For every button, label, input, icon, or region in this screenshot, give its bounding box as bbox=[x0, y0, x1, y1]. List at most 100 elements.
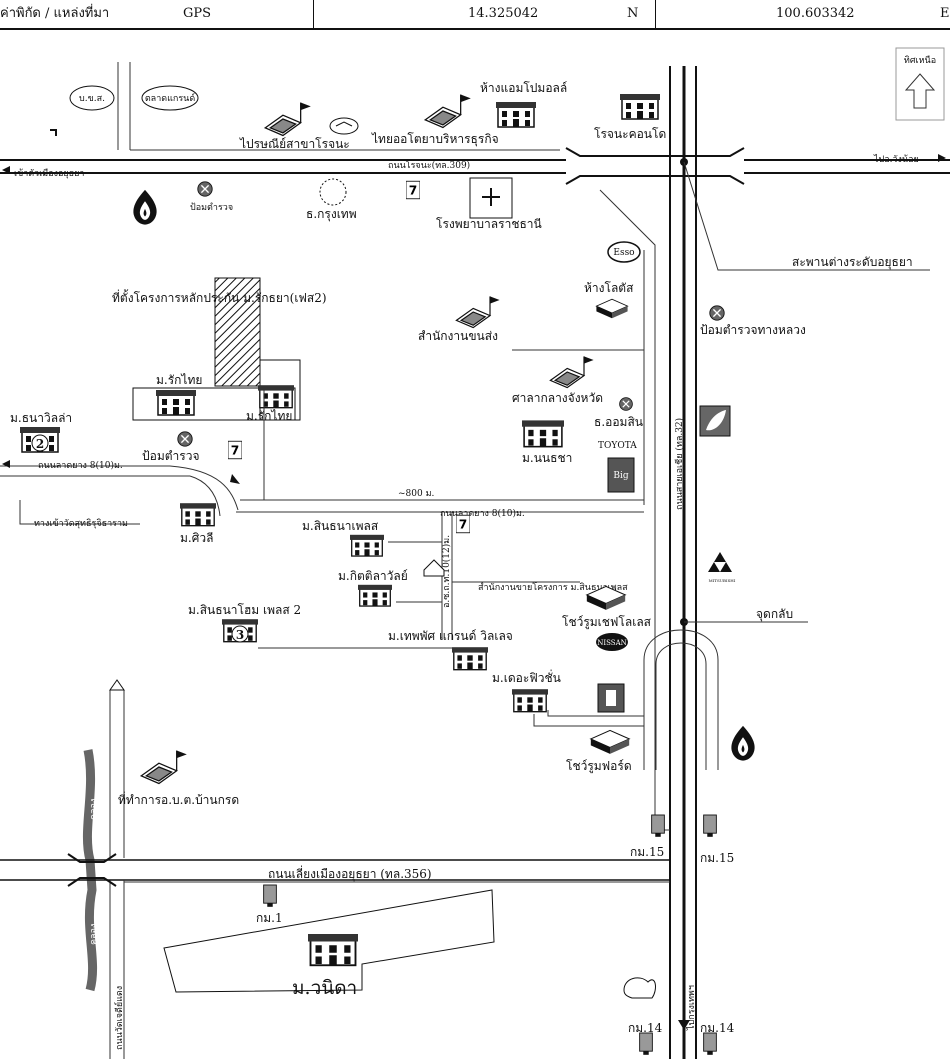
km-marker-icon bbox=[639, 1032, 653, 1056]
police-box-icon bbox=[197, 181, 213, 197]
seven-eleven-icon bbox=[228, 440, 242, 460]
nissan-logo-icon bbox=[596, 633, 628, 651]
hospital-building-icon bbox=[469, 177, 513, 219]
highway-police-label: ป้อมตำรวจทางหลวง bbox=[700, 323, 806, 337]
nissan-label: NISSAN bbox=[597, 639, 627, 647]
shell-logo-icon bbox=[623, 977, 656, 999]
rakthai-block bbox=[132, 387, 296, 421]
canal-label-2: คลอง bbox=[89, 924, 99, 945]
latitude-value: 14.325042 bbox=[468, 6, 539, 21]
arrow-left-icon bbox=[2, 166, 10, 174]
leaf-logo-mark bbox=[706, 410, 726, 431]
connector-line bbox=[547, 710, 644, 717]
arrow-icon bbox=[230, 474, 240, 484]
toyota-label: TOYOTA bbox=[598, 441, 637, 451]
city-hall-label: ศาลากลางจังหวัด bbox=[512, 391, 603, 405]
thana-villa-badge bbox=[31, 434, 49, 452]
bank-logo-icon bbox=[319, 178, 347, 206]
hospital-label: โรงพยาบาลราชธานี bbox=[436, 217, 542, 231]
krungthep-bank-label: ธ.กรุงเทพ bbox=[306, 207, 357, 222]
sinthana-home-badge-number: 3 bbox=[236, 628, 244, 642]
mitsubishi-label: MITSUBISHI bbox=[709, 578, 736, 583]
obt-office-icon bbox=[140, 749, 188, 785]
rakthai-2-label: ม.รักไทย bbox=[246, 409, 292, 423]
wat-road-label: ทางเข้าวัดสุทธิรุจิธาราม bbox=[34, 518, 128, 529]
km-marker-icon bbox=[651, 814, 665, 838]
header-divider bbox=[313, 0, 314, 28]
nonsaya-house-icon bbox=[522, 419, 564, 448]
ford-showroom-label: โชว์รูมฟอร์ด bbox=[566, 759, 632, 774]
police-box-1-label: ป้อมตำรวจ bbox=[190, 202, 233, 213]
km-marker-icon bbox=[703, 1032, 717, 1056]
north-arrow-icon bbox=[904, 73, 936, 109]
wanida-label: ม.วนิดา bbox=[292, 977, 357, 999]
arrow-icon bbox=[50, 129, 57, 136]
compass-label: ทิศเหนือ bbox=[904, 55, 936, 66]
arrow-right-icon bbox=[938, 154, 946, 162]
sales-office-icon bbox=[423, 559, 445, 577]
km14-a-label: กม.14 bbox=[628, 1021, 663, 1035]
sinthana-place-house-icon bbox=[350, 534, 384, 557]
road-curve bbox=[169, 465, 239, 511]
lotus-building-icon bbox=[595, 298, 629, 319]
uturn-loop-outer bbox=[643, 629, 719, 770]
mall-label: ห้างแอมโปมอลล์ bbox=[480, 81, 567, 95]
phorborsor-oval bbox=[69, 85, 115, 111]
sinthana-home-badge bbox=[231, 625, 249, 643]
bypass-road-label: ถนนเลี่ยงเมืองอยุธยา (ทล.356) bbox=[268, 865, 432, 882]
canal-label-1: คลอง bbox=[89, 799, 99, 820]
nonsaya-label: ม.นนธชา bbox=[522, 451, 572, 465]
rojana-road-label: ถนนโรจนะ(ทล.309) bbox=[388, 160, 470, 171]
seven-eleven-icon bbox=[406, 180, 420, 200]
project-site-hatch bbox=[214, 277, 261, 387]
arrow-up-icon bbox=[109, 679, 125, 691]
arrow-down-icon bbox=[678, 1020, 690, 1030]
ptt-flame-icon bbox=[731, 725, 755, 761]
thana-villa-badge-number: 2 bbox=[36, 437, 44, 451]
sub-road-label: อ.ซ.ถ.ท.10(12)ม. bbox=[441, 535, 452, 608]
esso-label: Esso bbox=[613, 248, 634, 258]
to-bangkok-label: ไปกรุงเทพฯ bbox=[686, 985, 697, 1031]
gsb-bank-label: ธ.ออมสิน bbox=[594, 415, 643, 429]
ford-showroom-icon bbox=[590, 729, 630, 755]
post-office-icon bbox=[264, 101, 312, 137]
city-hall-icon bbox=[549, 355, 595, 389]
highway-police-icon bbox=[709, 305, 725, 321]
thai-oil-icon bbox=[424, 93, 472, 129]
km-marker-icon bbox=[263, 884, 277, 908]
siwalee-house-icon bbox=[180, 502, 216, 527]
to-city-label: เข้าตัวเมืองอยุธยา bbox=[14, 168, 85, 179]
km14-b-label: กม.14 bbox=[700, 1021, 735, 1035]
longitude-direction: E bbox=[940, 6, 950, 21]
post-logo-icon bbox=[329, 117, 359, 135]
km1-label: กม.1 bbox=[256, 911, 283, 925]
sales-office-label: สำนักงานขายโครงการ ม.สินธนาเพลส bbox=[478, 582, 628, 593]
thephathat-label: ม.เทพพัศ แกรนด์ วิลเลจ bbox=[388, 629, 513, 643]
wanida-project-outline bbox=[163, 889, 495, 993]
road-curve bbox=[189, 475, 221, 517]
thai-oil-label: ไทยออโตยาบริหารธุรกิจ bbox=[371, 132, 499, 147]
condo-label: โรจนะคอนโด bbox=[594, 127, 666, 141]
canal-bridge-bottom bbox=[67, 877, 117, 887]
thana-villa-label: ม.ธนาวิลล่า bbox=[10, 411, 72, 425]
hospital-cross bbox=[482, 188, 500, 206]
connector-line bbox=[533, 714, 644, 727]
isuzu-logo-mark bbox=[606, 690, 616, 706]
condo-building-icon bbox=[620, 92, 660, 121]
gsb-logo-icon bbox=[618, 397, 634, 411]
market-oval bbox=[141, 85, 199, 111]
police-box-2-label: ป้อมตำรวจ bbox=[142, 449, 199, 463]
sinthana-place-label: ม.สินธนาเพลส bbox=[302, 519, 379, 533]
bridge-label: สะพานต่างระดับอยุธยา bbox=[792, 255, 913, 270]
coordinate-header: ค่าพิกัด / แหล่งที่มา GPS 14.325042 N 10… bbox=[0, 0, 950, 30]
transport-office-icon bbox=[455, 295, 501, 329]
bigc-logo-icon bbox=[607, 457, 635, 493]
uturn-label: จุดกลับ bbox=[756, 607, 793, 622]
the-fusion-label: ม.เดอะฟิวชั่น bbox=[492, 669, 561, 685]
mitsubishi-logo-icon bbox=[708, 552, 732, 572]
lat-yang-road-2-label: ถนนลาดยาง 8(10)ม. bbox=[440, 508, 525, 519]
km15-a-label: กม.15 bbox=[630, 845, 664, 859]
bridge-gap bbox=[566, 148, 744, 184]
seven-eleven-icon bbox=[456, 514, 470, 534]
the-fusion-house-icon bbox=[512, 688, 548, 713]
